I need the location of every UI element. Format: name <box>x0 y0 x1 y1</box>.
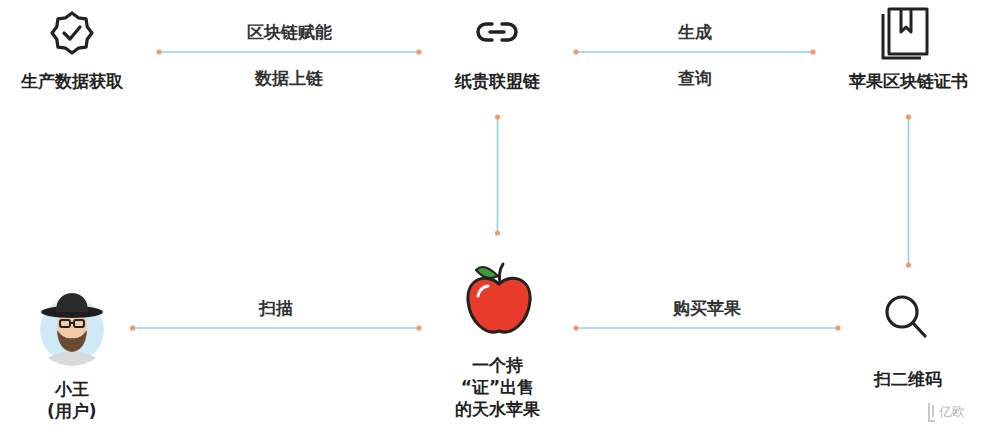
connector-dot <box>416 49 421 54</box>
badge-icon <box>52 13 92 53</box>
connector-group <box>495 114 500 235</box>
connector-dot <box>906 114 911 119</box>
connector <box>497 117 499 233</box>
node-label: 纸贵联盟链 <box>455 70 540 92</box>
icon-node: 纸贵联盟链 <box>449 4 546 92</box>
connector-dot <box>573 49 578 54</box>
node-label: 小王 (用户) <box>47 378 97 422</box>
search-icon <box>887 297 925 336</box>
connector-dot <box>573 325 578 330</box>
connector-group <box>130 325 422 330</box>
apple-illustration <box>468 264 530 332</box>
edge-label: 购买苹果 <box>673 297 741 319</box>
watermark-logo <box>929 403 935 421</box>
connector-group <box>573 49 815 54</box>
connector-dot <box>810 49 815 54</box>
edge-label: 生成 <box>678 21 712 43</box>
connector-dot <box>416 325 421 330</box>
connector-dot <box>495 114 500 119</box>
connector-dot <box>130 325 135 330</box>
connector-dot <box>156 49 161 54</box>
connector-group <box>906 114 911 267</box>
icon-node: 扫二维码 <box>868 290 948 390</box>
edge-label: 区块链赋能 <box>247 21 332 43</box>
icon-node: 生产数据获取 <box>15 4 129 92</box>
node-label: 扫二维码 <box>874 368 942 390</box>
watermark: 亿欧 <box>939 401 965 423</box>
node-label: 一个持“证”出售 的天水苹果 <box>455 354 540 420</box>
connector-dot <box>495 230 500 235</box>
node-label: 生产数据获取 <box>21 70 123 92</box>
edge-sublabel: 数据上链 <box>255 67 323 89</box>
connector <box>908 117 910 265</box>
edge-sublabel: 查询 <box>678 67 712 89</box>
connector <box>576 327 838 329</box>
connector-group <box>573 325 840 330</box>
connector-dot <box>835 325 840 330</box>
user-avatar <box>40 293 104 366</box>
certificate-icon <box>883 9 927 58</box>
connector-group <box>156 49 421 54</box>
connector <box>576 51 813 53</box>
icon-node: 苹果区块链证书 <box>843 4 974 92</box>
connector-dot <box>906 262 911 267</box>
node-label: 苹果区块链证书 <box>849 70 968 92</box>
connector <box>133 327 419 329</box>
edge-label: 扫描 <box>259 297 293 319</box>
icon-node: 小王 (用户) <box>41 290 103 422</box>
icon-node: 一个持“证”出售 的天水苹果 <box>449 258 546 420</box>
connector <box>159 51 419 53</box>
link-icon <box>478 24 516 40</box>
